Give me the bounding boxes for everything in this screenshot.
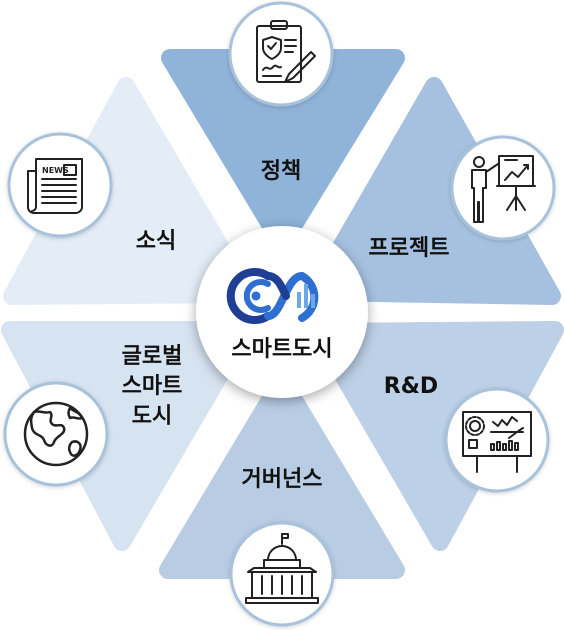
segment-label-project[interactable]: 프로젝트 bbox=[369, 236, 450, 261]
segment-label-news[interactable]: 소식 bbox=[136, 229, 176, 254]
segment-labels: 정책 프로젝트 R&D 거버넌스 글로벌 스마트 도시 소식 bbox=[122, 159, 450, 492]
segment-label-global-line-1: 글로벌 bbox=[122, 344, 183, 369]
segment-label-governance[interactable]: 거버넌스 bbox=[242, 467, 323, 492]
segment-label-global-line-2: 스마트 bbox=[122, 374, 183, 399]
policy-document-icon[interactable] bbox=[228, 1, 334, 107]
center-label: 스마트도시 bbox=[231, 337, 332, 362]
segment-label-policy[interactable]: 정책 bbox=[261, 159, 301, 184]
segment-label-rnd[interactable]: R&D bbox=[384, 374, 438, 399]
center-hub[interactable]: 스마트도시 bbox=[196, 226, 368, 398]
research-dashboard-icon[interactable] bbox=[444, 387, 550, 493]
government-building-icon[interactable] bbox=[229, 521, 335, 627]
center-circle bbox=[196, 226, 368, 398]
presentation-chart-icon[interactable] bbox=[450, 135, 556, 241]
icon-circles: NEWS bbox=[3, 1, 556, 627]
newspaper-masthead: NEWS bbox=[42, 166, 69, 175]
globe-icon[interactable] bbox=[3, 381, 109, 487]
smart-city-logo bbox=[226, 268, 319, 324]
segment-label-global[interactable]: 글로벌 스마트 도시 bbox=[122, 344, 183, 429]
segment-label-global-line-3: 도시 bbox=[132, 404, 172, 429]
newspaper-icon[interactable]: NEWS bbox=[7, 132, 113, 238]
